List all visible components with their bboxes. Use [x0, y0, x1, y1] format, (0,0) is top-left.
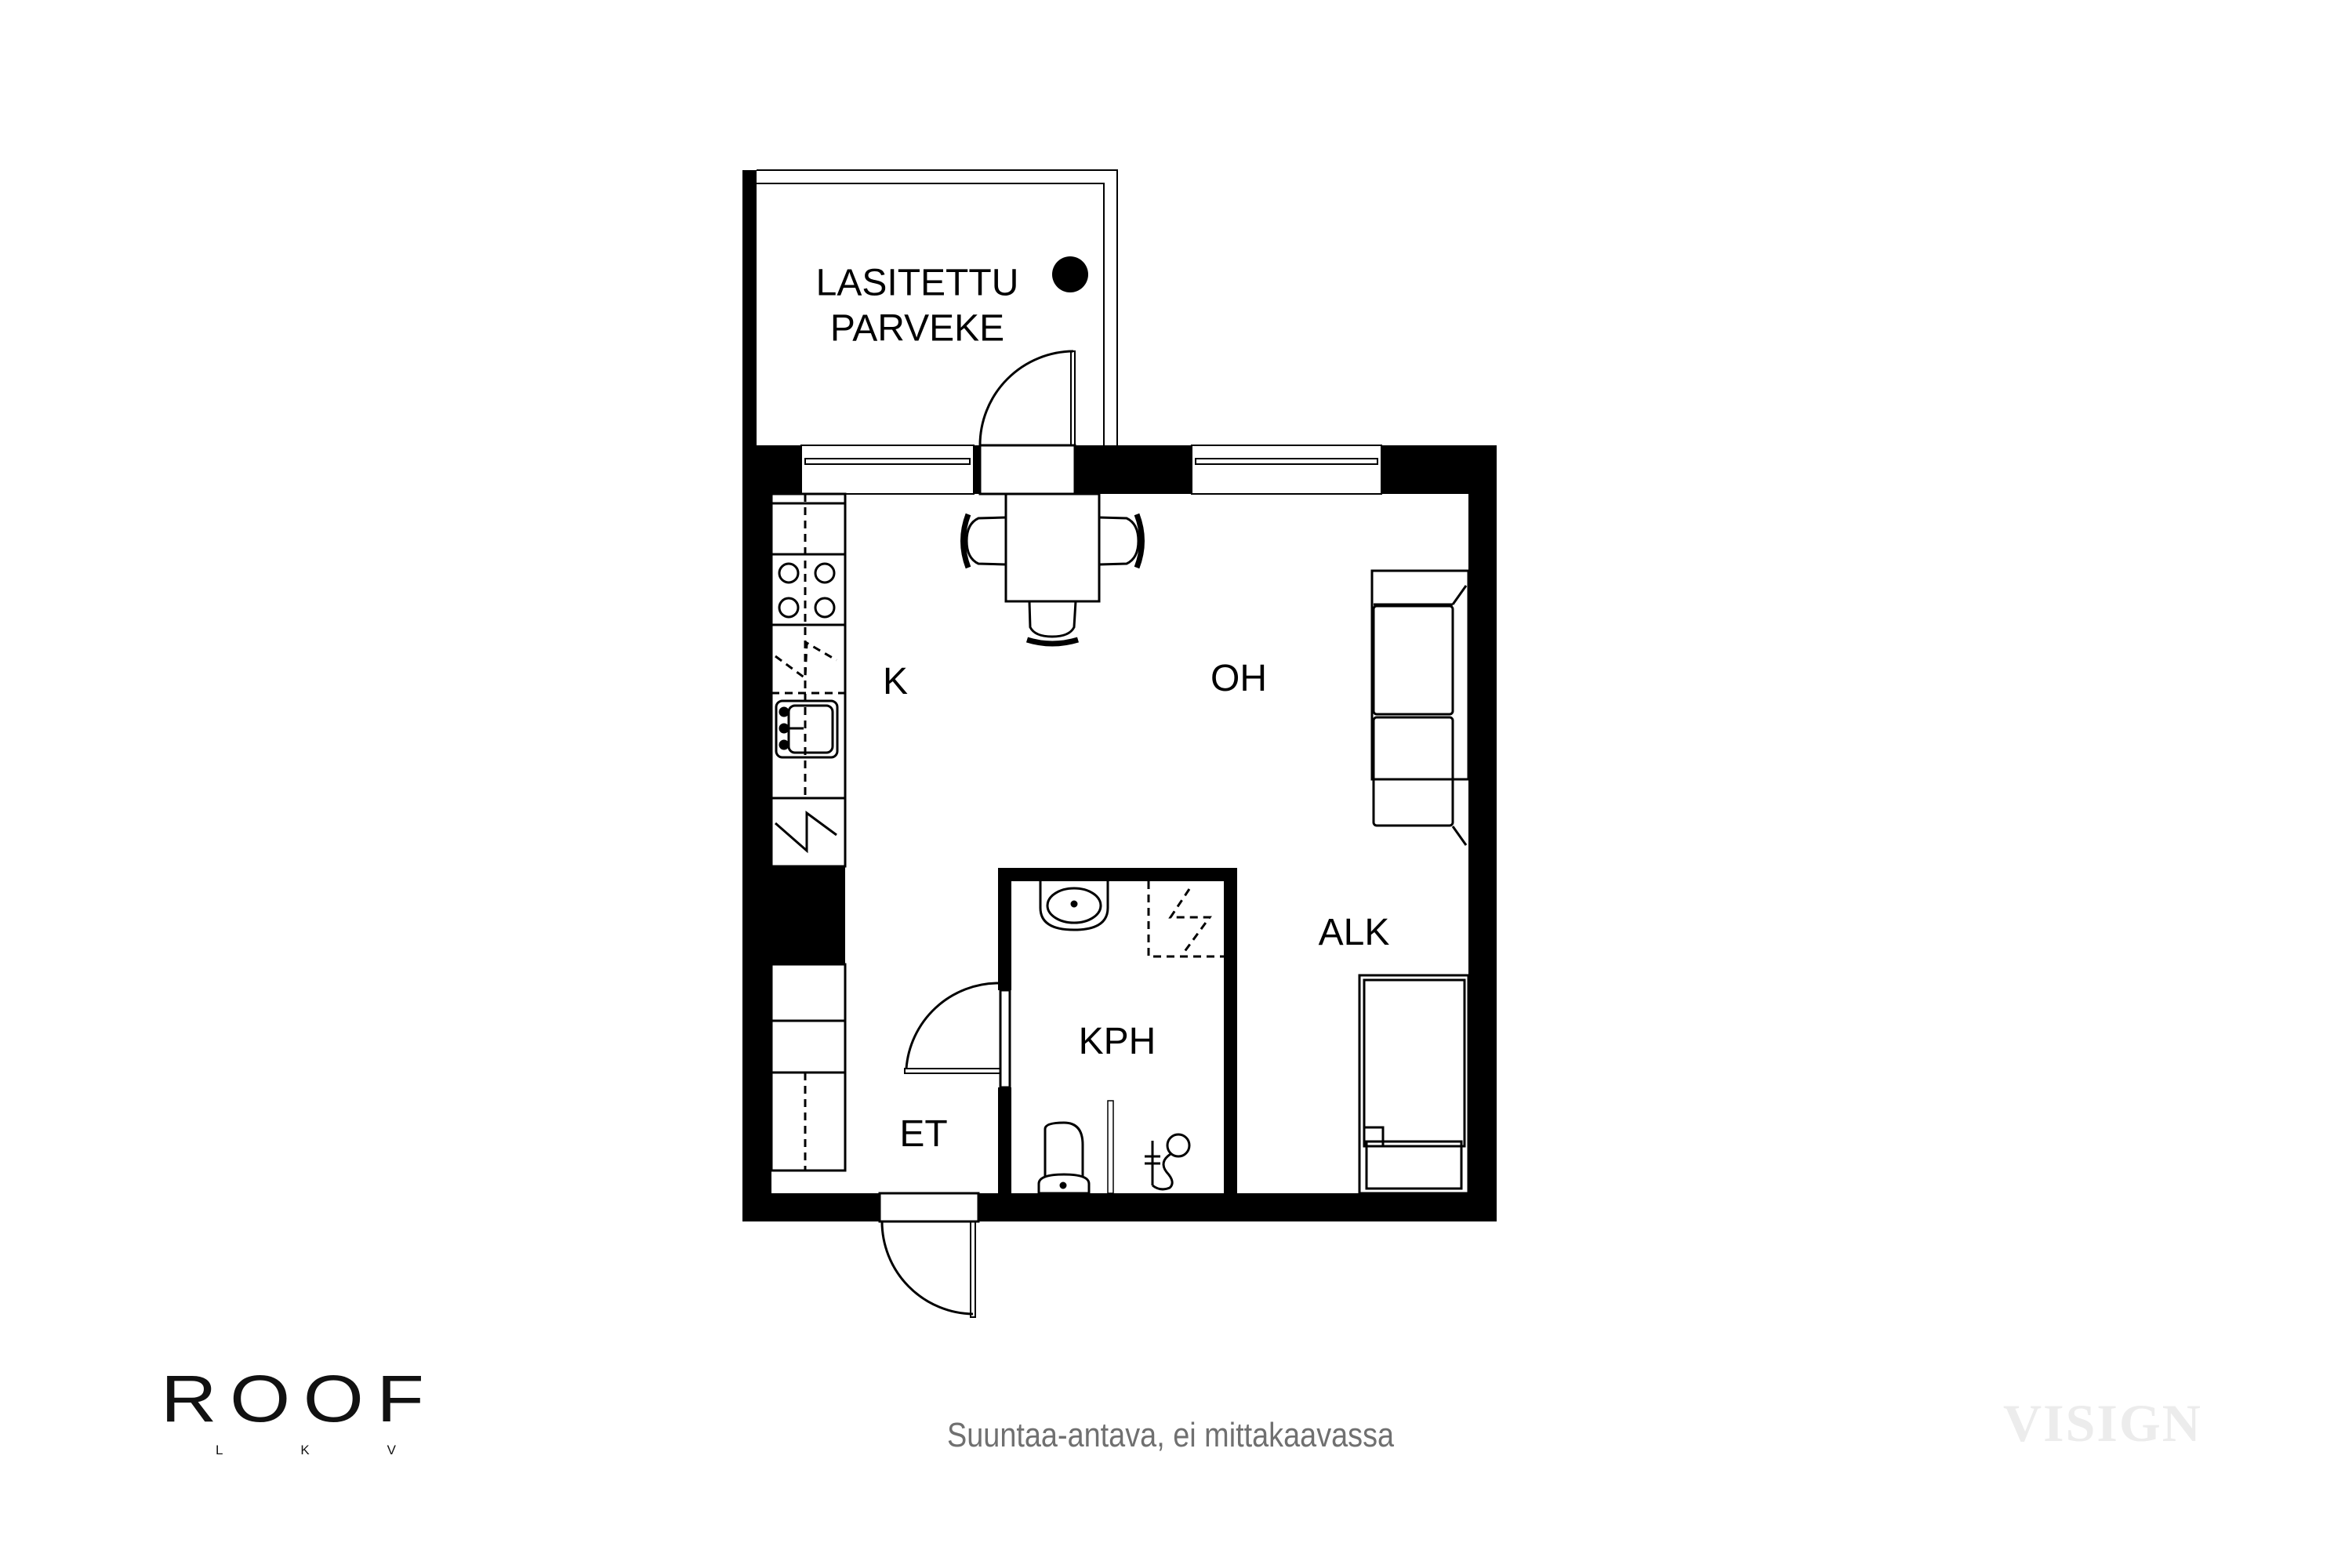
fridge-icon	[775, 811, 837, 854]
dining-chair-right	[1098, 513, 1145, 569]
stove-icon	[778, 562, 836, 619]
room-label-sleeping-alcove: ALK	[1318, 912, 1390, 953]
toilet-icon	[1037, 1121, 1091, 1195]
dining-chair-left	[960, 513, 1007, 569]
bathroom-walls	[998, 868, 1237, 1193]
shower-area	[1147, 881, 1224, 958]
drain-icon	[1052, 256, 1088, 292]
dining-chair-bottom	[1025, 601, 1080, 647]
entrance-door	[878, 1192, 980, 1318]
dishwasher-icon	[775, 641, 837, 681]
shower-screen	[1107, 1100, 1114, 1194]
balcony-label-line1: LASITETTU	[815, 262, 1019, 304]
shower-head-icon	[1145, 1133, 1191, 1191]
wardrobe	[770, 963, 847, 1172]
balcony-door	[978, 350, 1076, 495]
roof-lkv-logo: ROOF L K V	[161, 1366, 443, 1458]
logo-wordmark: ROOF	[161, 1362, 437, 1436]
sink-icon	[775, 699, 839, 759]
exterior-walls	[742, 445, 1497, 1221]
logo-subtitle: L K V	[216, 1443, 396, 1458]
room-label-entrance-hall: ET	[899, 1113, 948, 1155]
room-label-balcony: LASITETTU PARVEKE	[816, 260, 1019, 350]
room-label-kitchen: K	[882, 661, 909, 702]
logo-sub-letter: L	[216, 1443, 223, 1457]
visign-watermark: VISIGN	[2003, 1393, 2202, 1453]
logo-sub-letter: K	[300, 1443, 310, 1457]
balcony-label-line2: PARVEKE	[829, 307, 1005, 349]
sofa	[1370, 569, 1470, 846]
dining-table	[1004, 492, 1101, 603]
scale-disclaimer: Suuntaa-antava, ei mittakaavassa	[947, 1416, 1395, 1454]
washbasin-icon	[1039, 881, 1109, 931]
window-right	[1191, 445, 1382, 495]
room-label-bathroom: KPH	[1078, 1021, 1156, 1062]
bed	[1358, 974, 1470, 1195]
balcony-outline	[742, 169, 1118, 445]
window-left	[800, 445, 975, 495]
room-label-living-room: OH	[1210, 658, 1267, 699]
bathroom-door	[904, 982, 1011, 1089]
logo-sub-letter: V	[387, 1443, 396, 1457]
kitchen-counter	[770, 492, 847, 868]
